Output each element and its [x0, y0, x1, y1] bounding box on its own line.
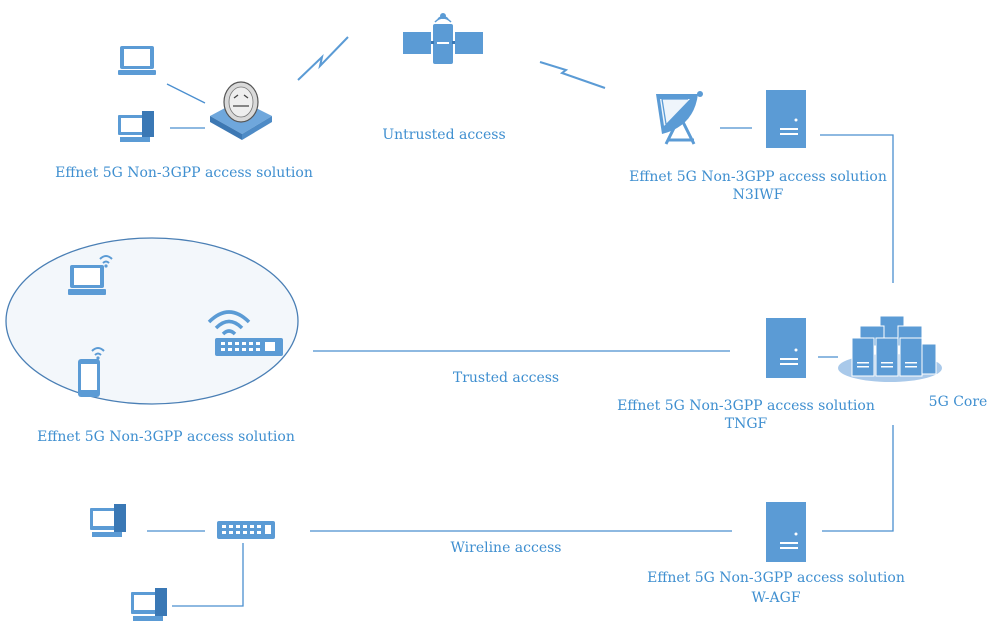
wireline-access-label: Wireline access: [451, 540, 562, 556]
wifi-solution-label: Effnet 5G Non-3GPP access solution: [37, 429, 295, 445]
smartphone-icon: [78, 347, 105, 397]
router-icon: [210, 81, 272, 140]
core-label: 5G Core: [929, 394, 988, 410]
link-n3iwf-core: [820, 134, 894, 283]
untrusted-access-label: Untrusted access: [382, 127, 505, 143]
desktop-computer-icon: [131, 588, 167, 621]
desktop-computer-icon: [118, 111, 154, 142]
tngf-solution-label: Effnet 5G Non-3GPP access solution: [617, 398, 875, 414]
laptop-icon: [68, 255, 113, 295]
satellite-icon: [403, 13, 483, 64]
wagf-name-label: W-AGF: [751, 590, 800, 606]
wagf-solution-label: Effnet 5G Non-3GPP access solution: [647, 570, 905, 586]
server-icon: [766, 502, 806, 562]
wireless-link-icon: [297, 36, 606, 89]
network-switch-icon: [217, 521, 275, 539]
tngf-name-label: TNGF: [725, 416, 768, 432]
top-left-solution-label: Effnet 5G Non-3GPP access solution: [55, 165, 313, 181]
link-core-wagf: [822, 425, 894, 532]
wifi-access-point-icon: [207, 310, 283, 356]
desktop-computer-icon: [90, 504, 126, 537]
link-laptop-router: [166, 83, 206, 104]
server-icon: [766, 318, 806, 378]
laptop-icon: [118, 46, 156, 75]
satellite-dish-icon: [656, 91, 703, 145]
link-switch-desktop2: [172, 543, 244, 607]
wifi-network-area: [5, 237, 299, 405]
trusted-access-label: Trusted access: [453, 370, 559, 386]
server-cluster-icon: [838, 315, 942, 382]
connection-lines: [147, 83, 894, 607]
server-icon: [766, 90, 806, 148]
n3iwf-solution-label: Effnet 5G Non-3GPP access solution: [629, 169, 887, 185]
n3iwf-name-label: N3IWF: [733, 187, 784, 203]
